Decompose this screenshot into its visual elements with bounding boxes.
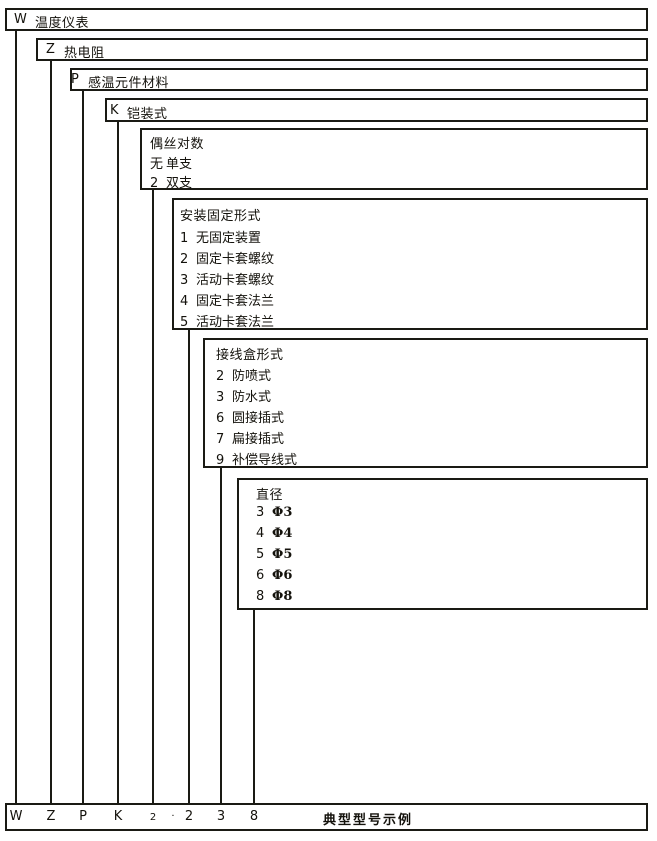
- connector-line-diameter: [253, 610, 255, 805]
- option-wire-pairs-1: 2 双支: [150, 172, 192, 191]
- connector-line-sensor-type: [50, 60, 52, 805]
- level-box-instrument-type: [5, 8, 648, 31]
- level-box-sensor-type: [36, 38, 648, 61]
- option-label: 活动卡套法兰: [196, 315, 275, 330]
- option-key: 9: [216, 453, 225, 468]
- option-key: 4: [256, 526, 265, 541]
- legend-char-7: 3: [216, 809, 226, 824]
- connector-line-instrument-type: [15, 30, 17, 805]
- connector-line-mounting-form: [188, 330, 190, 805]
- option-key: 1: [180, 231, 189, 246]
- option-junction-box-form-2: 6 圆接插式: [216, 407, 284, 426]
- option-diameter-1: 4 Φ4: [256, 526, 292, 541]
- level-box-wire-pairs: [140, 128, 648, 190]
- option-junction-box-form-3: 7 扁接插式: [216, 428, 284, 447]
- level-code-instrument-type: W: [14, 12, 28, 27]
- option-key: 6: [256, 568, 265, 583]
- level-title-wire-pairs: 偶丝对数: [150, 137, 205, 152]
- legend-char-1: Z: [46, 809, 56, 824]
- level-box-diameter: [237, 478, 648, 610]
- level-title-diameter: 直径: [256, 488, 284, 503]
- level-box-armored-type: [105, 98, 648, 122]
- option-key: 4: [180, 294, 189, 309]
- level-title-sensing-material: 感温元件材料: [88, 76, 170, 91]
- option-diameter-3: 6 Φ6: [256, 568, 292, 583]
- option-label: 防喷式: [232, 369, 272, 384]
- legend-char-2: P: [79, 809, 87, 824]
- option-key: 5: [180, 315, 189, 330]
- option-key: 2: [180, 252, 189, 267]
- legend-char-8: 8: [249, 809, 259, 824]
- connector-line-sensing-material: [82, 90, 84, 805]
- option-label: 防水式: [232, 390, 272, 405]
- option-label: Φ3: [272, 505, 293, 520]
- option-diameter-0: 3 Φ3: [256, 505, 292, 520]
- option-label: 固定卡套螺纹: [196, 252, 275, 267]
- legend-char-6: 2: [184, 809, 194, 824]
- level-title-instrument-type: 温度仪表: [35, 16, 90, 31]
- connector-line-armored-type: [117, 122, 119, 805]
- option-key: 2: [216, 369, 225, 384]
- option-label: 圆接插式: [232, 411, 285, 426]
- level-code-sensor-type: Z: [46, 42, 56, 57]
- option-key: 3: [256, 505, 265, 520]
- option-key: 8: [256, 589, 265, 604]
- option-key: 6: [216, 411, 225, 426]
- legend-note: 典型型号示例: [323, 813, 414, 828]
- option-diameter-2: 5 Φ5: [256, 547, 292, 562]
- connector-line-junction-box-form: [220, 468, 222, 805]
- option-label: 单支: [166, 157, 193, 172]
- option-junction-box-form-4: 9 补偿导线式: [216, 449, 297, 468]
- option-label: 双支: [166, 176, 193, 191]
- option-key: 7: [216, 432, 225, 447]
- level-box-junction-box-form: [203, 338, 648, 468]
- connector-line-wire-pairs: [152, 190, 154, 805]
- option-label: 补偿导线式: [232, 453, 298, 468]
- option-mounting-form-2: 3 活动卡套螺纹: [180, 269, 274, 288]
- option-label: 扁接插式: [232, 432, 285, 447]
- level-code-armored-type: K: [110, 103, 120, 118]
- level-code-sensing-material: P: [71, 72, 80, 87]
- option-label: 固定卡套法兰: [196, 294, 275, 309]
- legend-char-3: K: [113, 809, 123, 824]
- option-key: 3: [180, 273, 189, 288]
- level-title-sensor-type: 热电阻: [64, 46, 105, 61]
- option-wire-pairs-0: 无单支: [150, 153, 192, 172]
- option-junction-box-form-1: 3 防水式: [216, 386, 271, 405]
- option-label: Φ6: [272, 568, 293, 583]
- level-box-mounting-form: [172, 198, 648, 330]
- option-label: 无固定装置: [196, 231, 262, 246]
- option-mounting-form-3: 4 固定卡套法兰: [180, 290, 274, 309]
- option-mounting-form-0: 1 无固定装置: [180, 227, 261, 246]
- option-key: 5: [256, 547, 265, 562]
- option-label: 活动卡套螺纹: [196, 273, 275, 288]
- level-title-armored-type: 铠装式: [127, 107, 168, 122]
- option-label: Φ8: [272, 589, 293, 604]
- level-title-mounting-form: 安装固定形式: [180, 209, 262, 224]
- option-diameter-4: 8 Φ8: [256, 589, 292, 604]
- option-label: Φ5: [272, 547, 293, 562]
- level-title-junction-box-form: 接线盒形式: [216, 348, 284, 363]
- option-mounting-form-1: 2 固定卡套螺纹: [180, 248, 274, 267]
- legend-char-5: ·: [171, 811, 175, 822]
- option-label: Φ4: [272, 526, 293, 541]
- legend-char-0: W: [9, 809, 23, 824]
- option-key: 3: [216, 390, 225, 405]
- option-junction-box-form-0: 2 防喷式: [216, 365, 271, 384]
- legend-row: [5, 803, 648, 831]
- option-key: 2: [150, 176, 159, 191]
- legend-char-4: 2: [149, 812, 157, 823]
- option-mounting-form-4: 5 活动卡套法兰: [180, 311, 274, 330]
- option-key: 无: [150, 157, 164, 172]
- level-box-sensing-material: [70, 68, 648, 91]
